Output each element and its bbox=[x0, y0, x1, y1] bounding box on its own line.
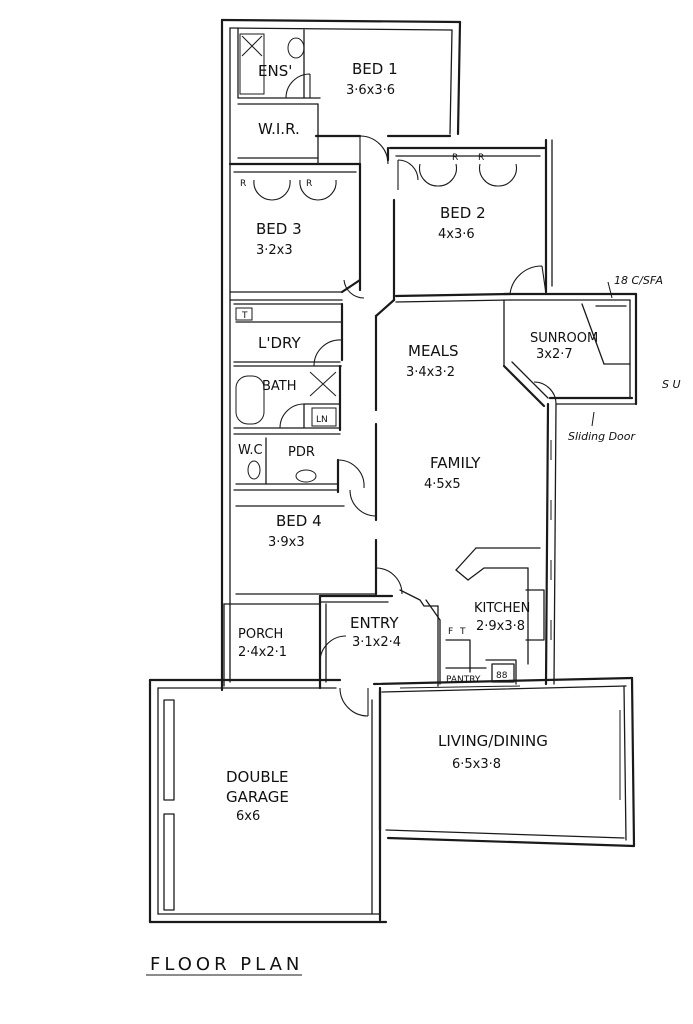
room-label-wir: W.I.R. bbox=[258, 120, 300, 138]
room-size-sunroom: 3x2·7 bbox=[536, 347, 573, 362]
roof-pitch-note: 18 C/SFA bbox=[614, 274, 663, 287]
robe-mark: R bbox=[240, 179, 246, 189]
room-size-kitchen: 2·9x3·8 bbox=[476, 619, 525, 634]
edge-partial-text: S U bbox=[662, 378, 681, 391]
room-label-wc: W.C bbox=[238, 443, 263, 458]
room-size-garage: 6x6 bbox=[236, 809, 260, 824]
room-label-entry: ENTRY bbox=[350, 614, 399, 632]
room-label-pantry: PANTRY bbox=[446, 675, 481, 685]
room-label-bed2: BED 2 bbox=[440, 204, 486, 222]
room-label-bed4: BED 4 bbox=[276, 512, 322, 530]
room-labels: ENS' BED 1 3·6x3·6 W.I.R. BED 2 4x3·6 BE… bbox=[226, 60, 598, 824]
room-label-garage-line1: DOUBLE bbox=[226, 768, 288, 786]
room-label-family: FAMILY bbox=[430, 454, 481, 472]
room-size-bed4: 3·9x3 bbox=[268, 535, 305, 550]
plan-title-group: FLOOR PLAN bbox=[146, 954, 303, 976]
room-label-garage-line2: GARAGE bbox=[226, 788, 289, 806]
room-label-pdr: PDR bbox=[288, 445, 315, 460]
fridge-mark: F bbox=[448, 627, 453, 637]
robe-mark: R bbox=[306, 179, 312, 189]
room-size-living: 6·5x3·8 bbox=[452, 757, 501, 772]
sliding-door-note: Sliding Door bbox=[568, 430, 637, 443]
annotations: 18 C/SFA Sliding Door S U bbox=[568, 274, 681, 443]
room-label-porch: PORCH bbox=[238, 627, 283, 642]
fixture-marks: R R R R T F T 88 bbox=[240, 153, 508, 681]
room-label-kitchen: KITCHEN bbox=[474, 601, 530, 616]
room-label-bath: BATH bbox=[262, 379, 297, 394]
fixtures bbox=[235, 33, 337, 483]
room-size-meals: 3·4x3·2 bbox=[406, 365, 455, 380]
room-label-bed3: BED 3 bbox=[256, 220, 302, 238]
room-size-entry: 3·1x2·4 bbox=[352, 635, 401, 650]
robe-mark: R bbox=[452, 153, 458, 163]
room-size-bed3: 3·2x3 bbox=[256, 243, 293, 258]
wall-lines bbox=[148, 18, 638, 924]
room-size-bed2: 4x3·6 bbox=[438, 227, 475, 242]
room-label-ldry: L'DRY bbox=[258, 334, 301, 352]
door-swings bbox=[253, 73, 557, 717]
room-label-bed1: BED 1 bbox=[352, 60, 398, 78]
cooktop-mark: 88 bbox=[496, 671, 508, 681]
room-label-ln: LN bbox=[316, 415, 328, 425]
room-label-meals: MEALS bbox=[408, 342, 459, 360]
room-size-porch: 2·4x2·1 bbox=[238, 645, 287, 660]
trough-mark: T bbox=[459, 627, 466, 637]
room-size-family: 4·5x5 bbox=[424, 477, 461, 492]
plan-title: FLOOR PLAN bbox=[150, 954, 303, 975]
room-size-bed1: 3·6x3·6 bbox=[346, 83, 395, 98]
robe-mark: R bbox=[478, 153, 484, 163]
room-label-ens: ENS' bbox=[258, 62, 292, 80]
trough-mark: T bbox=[241, 311, 248, 321]
room-label-sunroom: SUNROOM bbox=[530, 331, 598, 346]
room-label-living: LIVING/DINING bbox=[438, 732, 548, 750]
